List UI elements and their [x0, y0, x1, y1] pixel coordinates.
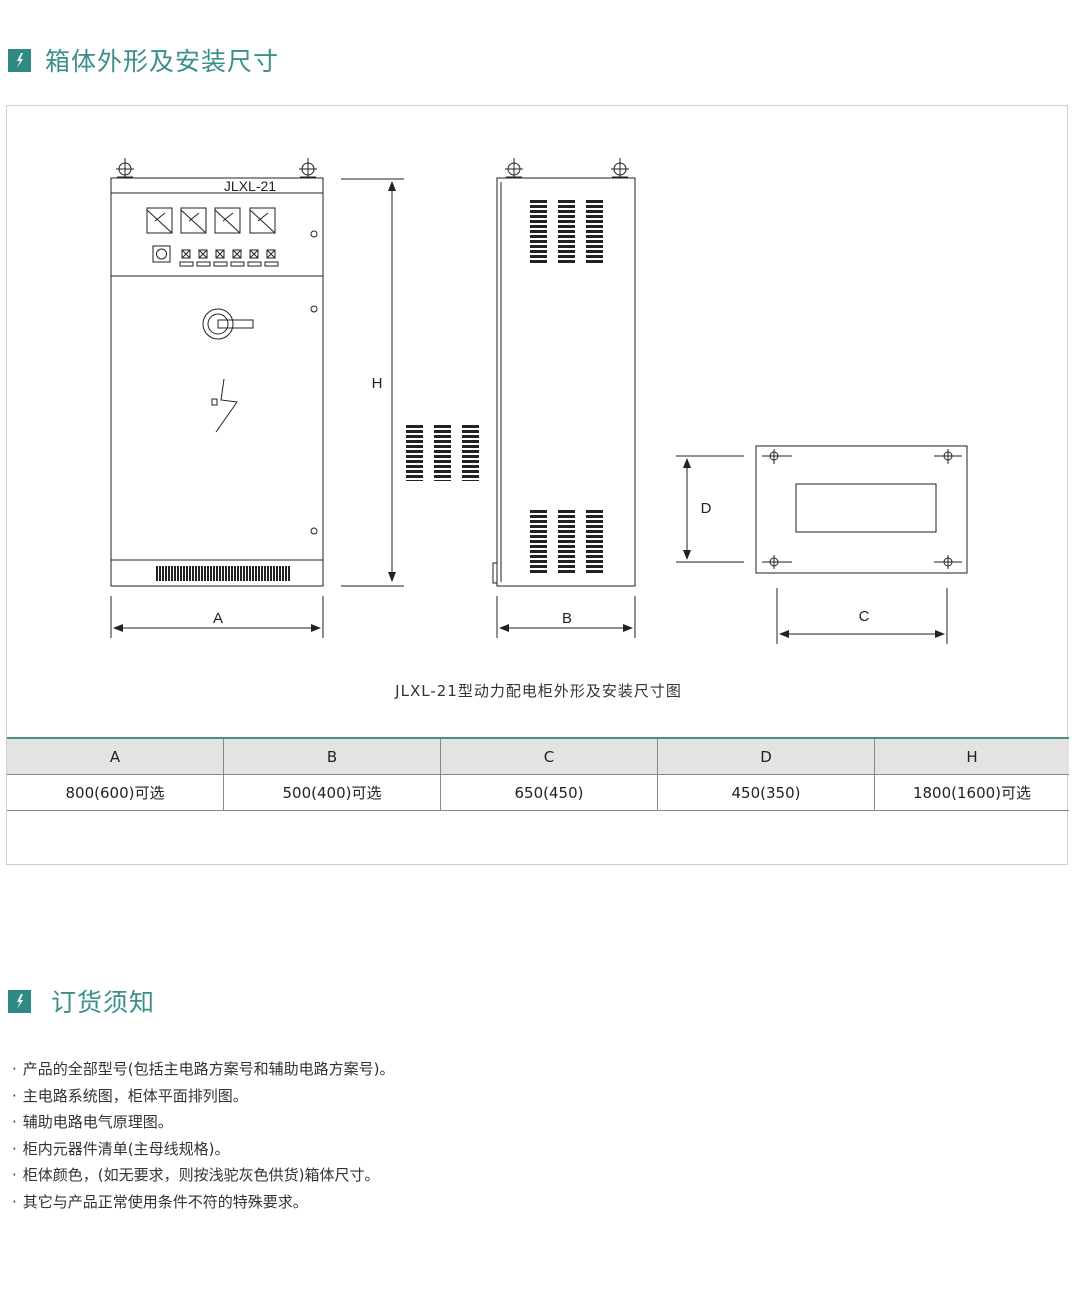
table-row: 800(600)可选 500(400)可选 650(450) 450(350) …	[7, 774, 1069, 811]
front-view	[110, 158, 324, 587]
lightning-icon	[215, 378, 238, 433]
value-b: 500(400)可选	[223, 774, 441, 811]
lock-icon	[310, 527, 318, 535]
pencil-icon	[8, 48, 31, 72]
dimension-table: A B C D H 800(600)可选 500(400)可选 650(450)…	[7, 737, 1069, 811]
lifting-eye-icon	[299, 158, 317, 178]
mounting-hole-icon	[762, 449, 792, 464]
dimension-a	[110, 596, 324, 638]
indicator-light-icon	[181, 249, 276, 259]
mounting-hole-icon	[934, 449, 962, 464]
dim-label-b: B	[562, 610, 572, 627]
section-title-ordering: 订货须知	[8, 983, 155, 1019]
dim-label-c: C	[859, 608, 870, 625]
meter-icon	[249, 207, 276, 234]
dimension-h	[341, 178, 404, 587]
dimension-d	[676, 455, 744, 563]
selector-switch-icon	[152, 245, 171, 263]
table-header-row: A B C D H	[7, 737, 1069, 775]
cabinet-dimension-drawing: JLXL-21 H A B D C	[110, 158, 968, 644]
list-item: 柜内元器件清单(主母线规格)。	[12, 1136, 395, 1163]
list-item: 主电路系统图，柜体平面排列图。	[12, 1083, 395, 1110]
section-title-text: 订货须知	[51, 988, 156, 1017]
section-title-dimensions: 箱体外形及安装尺寸	[8, 42, 279, 78]
pencil-icon	[8, 989, 31, 1013]
list-item: 其它与产品正常使用条件不符的特殊要求。	[12, 1189, 395, 1216]
drawing-frame	[6, 105, 1068, 865]
meter-icon	[180, 207, 207, 234]
value-h: 1800(1600)可选	[874, 774, 1069, 811]
value-c: 650(450)	[440, 774, 658, 811]
lifting-eye-icon	[611, 158, 629, 178]
section-title-text: 箱体外形及安装尺寸	[45, 47, 280, 76]
bottom-grille	[155, 566, 291, 581]
operating-handle-icon	[202, 308, 254, 340]
list-item: 辅助电路电气原理图。	[12, 1109, 395, 1136]
front-model-label: JLXL-21	[224, 178, 276, 194]
header-c: C	[440, 737, 658, 775]
drawing-caption: JLXL-21型动力配电柜外形及安装尺寸图	[395, 682, 682, 700]
value-d: 450(350)	[657, 774, 875, 811]
vent-detail	[406, 423, 479, 481]
header-h: H	[874, 737, 1069, 775]
mounting-hole-icon	[762, 555, 792, 569]
base-view	[755, 445, 968, 574]
dim-label-a: A	[213, 610, 223, 627]
order-notes-list: 产品的全部型号(包括主电路方案号和辅助电路方案号)。 主电路系统图，柜体平面排列…	[12, 1056, 395, 1216]
dimension-b	[496, 596, 636, 638]
lock-icon	[310, 305, 318, 313]
dimension-c	[776, 588, 948, 644]
side-view	[492, 158, 636, 587]
lock-icon	[310, 230, 318, 238]
value-a: 800(600)可选	[7, 774, 224, 811]
dim-label-d: D	[701, 500, 712, 517]
header-d: D	[657, 737, 875, 775]
list-item: 产品的全部型号(包括主电路方案号和辅助电路方案号)。	[12, 1056, 395, 1083]
dim-label-h: H	[372, 375, 383, 392]
lifting-eye-icon	[505, 158, 523, 178]
lifting-eye-icon	[116, 158, 134, 178]
header-a: A	[7, 737, 224, 775]
meter-icon	[146, 207, 173, 234]
list-item: 柜体颜色，(如无要求，则按浅驼灰色供货)箱体尺寸。	[12, 1162, 395, 1189]
header-b: B	[223, 737, 441, 775]
meter-icon	[214, 207, 241, 234]
mounting-hole-icon	[934, 555, 962, 569]
